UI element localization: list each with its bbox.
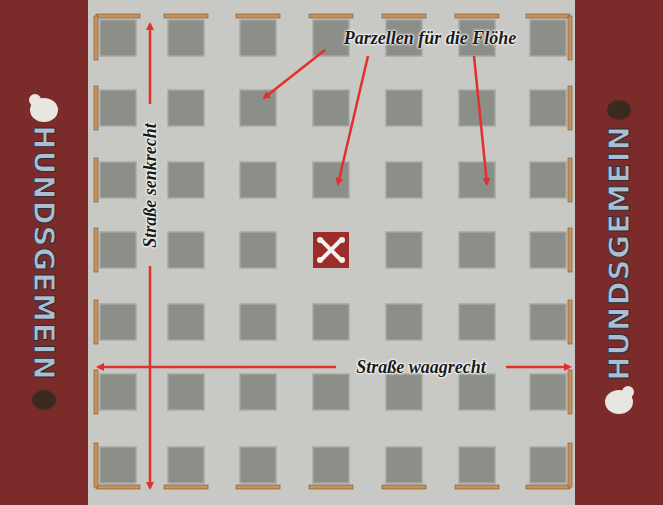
flea-plot	[313, 162, 349, 198]
dog-icons	[29, 94, 634, 414]
side-band	[575, 0, 663, 505]
flea-plot	[100, 20, 136, 56]
fence-bar	[94, 370, 98, 414]
fence-bar	[568, 16, 572, 60]
flea-plot	[530, 304, 566, 340]
fence-bar	[94, 228, 98, 272]
fence-bar	[236, 485, 280, 489]
fence-bar	[455, 485, 499, 489]
fence-bar	[526, 485, 570, 489]
flea-plot	[386, 162, 422, 198]
fence-bar	[309, 14, 353, 18]
flea-plot	[386, 447, 422, 483]
game-title: HUNDSGEMEIN	[602, 125, 636, 380]
flea-plot	[240, 447, 276, 483]
crossbones-square	[313, 232, 349, 268]
fence-bar	[568, 228, 572, 272]
flea-plot	[168, 20, 204, 56]
fence-bar	[164, 14, 208, 18]
flea-plot	[530, 162, 566, 198]
flea-plot	[100, 232, 136, 268]
flea-plot	[530, 90, 566, 126]
flea-plot	[100, 447, 136, 483]
fence-bar	[94, 16, 98, 60]
flea-plot	[168, 304, 204, 340]
flea-plot	[313, 374, 349, 410]
flea-plot	[240, 162, 276, 198]
fence-bar	[164, 485, 208, 489]
flea-plot	[168, 90, 204, 126]
flea-plot	[530, 232, 566, 268]
flea-plot	[100, 162, 136, 198]
flea-plot	[530, 20, 566, 56]
flea-plot	[313, 90, 349, 126]
fence-bar	[568, 86, 572, 130]
fence-bar	[96, 485, 140, 489]
fence-bar	[568, 370, 572, 414]
flea-plot	[240, 374, 276, 410]
fence-bar	[94, 86, 98, 130]
street-label: Straße senkrecht	[139, 123, 160, 248]
flea-plot	[386, 374, 422, 410]
flea-plot	[168, 162, 204, 198]
flea-plots	[94, 14, 572, 489]
flea-plot	[459, 232, 495, 268]
flea-plot	[168, 374, 204, 410]
fence-bar	[568, 443, 572, 487]
fence-bar	[382, 485, 426, 489]
street-arrows	[98, 24, 570, 488]
fence-bar	[568, 300, 572, 344]
flea-plot	[168, 232, 204, 268]
flea-plot	[240, 20, 276, 56]
fence-bar	[96, 14, 140, 18]
flea-plot	[240, 304, 276, 340]
fence-bar	[382, 14, 426, 18]
fence-bar	[568, 158, 572, 202]
flea-plot	[240, 90, 276, 126]
fence-bar	[94, 300, 98, 344]
flea-plot	[459, 447, 495, 483]
game-title: HUNDSGEMEIN	[27, 125, 61, 380]
fence-bar	[94, 158, 98, 202]
flea-plot	[459, 162, 495, 198]
fence-bar	[526, 14, 570, 18]
flea-plot	[168, 447, 204, 483]
flea-plot	[386, 304, 422, 340]
flea-plot	[313, 447, 349, 483]
flea-plot	[530, 447, 566, 483]
street-label: Straße waagrecht	[356, 357, 486, 378]
flea-plot	[459, 374, 495, 410]
flea-plot	[530, 374, 566, 410]
fence-bar	[236, 14, 280, 18]
plot-callout: Parzellen für die Flöhe	[344, 28, 517, 49]
flea-plot	[240, 232, 276, 268]
fence-bar	[309, 485, 353, 489]
side-band	[0, 0, 88, 505]
flea-plot	[459, 304, 495, 340]
flea-plot	[386, 232, 422, 268]
flea-plot	[313, 304, 349, 340]
flea-plot	[313, 20, 349, 56]
flea-plot	[100, 304, 136, 340]
fence-bar	[94, 443, 98, 487]
fence-bar	[455, 14, 499, 18]
flea-plot	[100, 374, 136, 410]
flea-plot	[100, 90, 136, 126]
flea-plot	[386, 90, 422, 126]
